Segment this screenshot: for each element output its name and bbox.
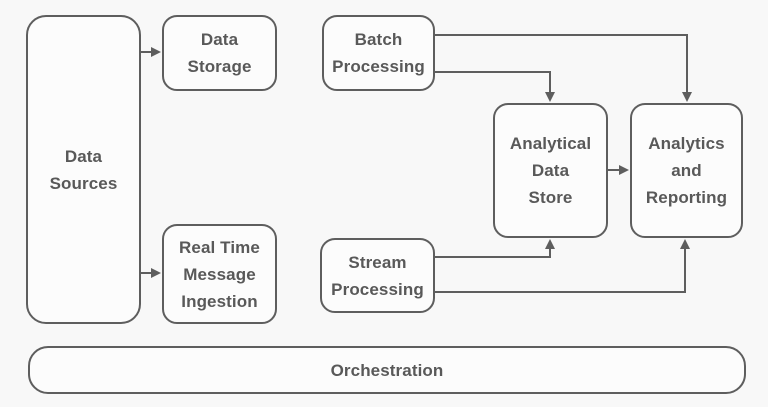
node-real-time-message-ingestion-label: Real Time Message Ingestion — [179, 237, 260, 311]
node-real-time-message-ingestion: Real Time Message Ingestion — [162, 224, 277, 324]
node-stream-processing: Stream Processing — [320, 238, 435, 313]
node-orchestration-label: Orchestration — [330, 360, 444, 380]
edge-batch-processing-to-analytical-data-store — [435, 71, 555, 102]
node-data-storage-label: Data Storage — [187, 30, 252, 76]
node-analytical-data-store-label: Analytical Data Store — [509, 134, 592, 207]
node-stream-processing-label: Stream Processing — [331, 252, 424, 299]
node-batch-processing: Batch Processing — [322, 15, 435, 91]
node-analytics-and-reporting: Analytics and Reporting — [630, 103, 743, 238]
node-data-sources-label: Data Sources — [49, 146, 118, 193]
node-batch-processing-label: Batch Processing — [332, 30, 425, 76]
node-analytical-data-store: Analytical Data Store — [493, 103, 608, 238]
node-analytics-and-reporting-label: Analytics and Reporting — [645, 134, 728, 207]
edge-batch-processing-to-analytics-and-reporting — [435, 34, 692, 102]
node-orchestration: Orchestration — [28, 346, 746, 394]
edge-stream-processing-to-analytical-data-store — [435, 239, 555, 258]
node-data-sources: Data Sources — [26, 15, 141, 324]
edge-stream-processing-to-analytics-and-reporting — [435, 239, 690, 293]
node-data-storage: Data Storage — [162, 15, 277, 91]
